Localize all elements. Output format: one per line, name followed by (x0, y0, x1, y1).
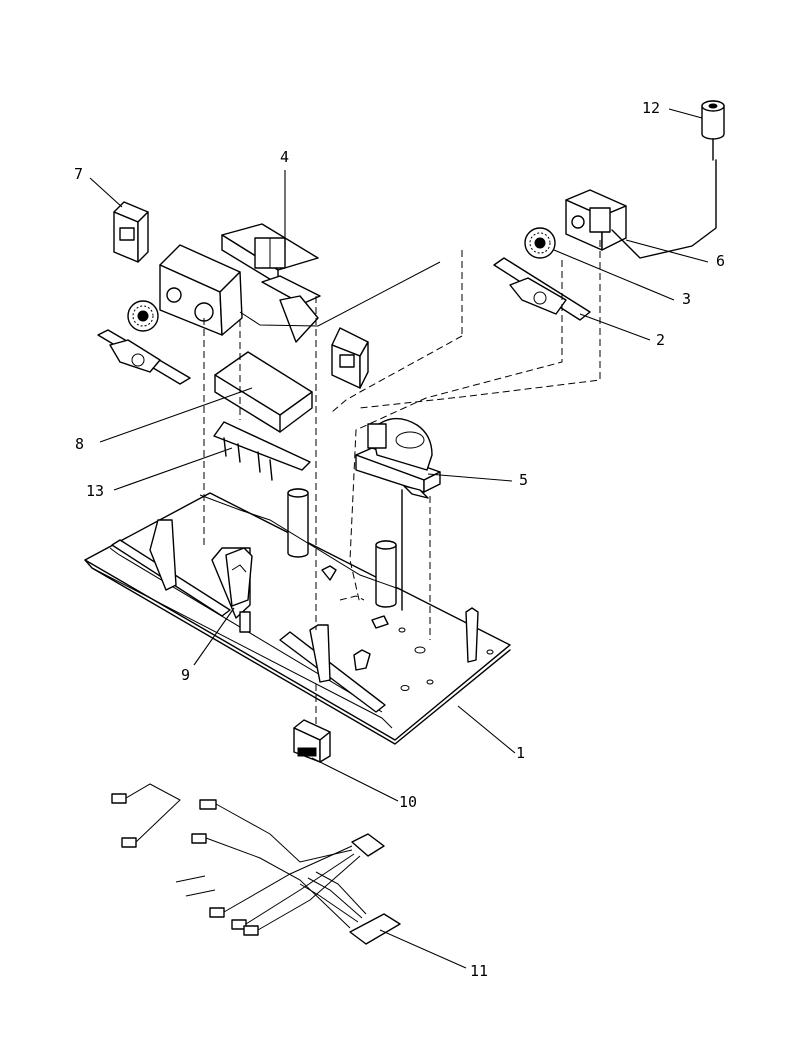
leader-lines (89, 108, 709, 969)
part-7-block (113, 201, 149, 263)
callout-4: 4 (280, 148, 290, 166)
part-12-cap (701, 100, 725, 161)
callout-1: 1 (516, 744, 526, 762)
callout-8: 8 (75, 435, 85, 453)
callout-7: 7 (74, 165, 84, 183)
part-10-switch (293, 719, 331, 763)
callout-11: 11 (470, 962, 489, 980)
part-4-motor-assembly (159, 223, 441, 343)
mid-block (331, 327, 369, 389)
part-2-damper-rack (493, 257, 591, 321)
part-1-base-tray (84, 488, 511, 745)
callout-12: 12 (642, 99, 661, 117)
part-3-gear (524, 227, 556, 259)
part-13-clip-bracket (213, 421, 311, 481)
part-5-motor (355, 417, 441, 611)
left-gear (127, 300, 159, 332)
callout-13: 13 (86, 482, 105, 500)
callout-2: 2 (656, 331, 666, 349)
callout-5: 5 (519, 471, 529, 489)
part-6-thermostat (565, 159, 717, 259)
alignment-dashed-lines (199, 240, 601, 726)
callout-10: 10 (399, 793, 418, 811)
part-8-pad (214, 351, 313, 433)
callout-6: 6 (716, 252, 726, 270)
callout-9: 9 (181, 666, 191, 684)
callout-3: 3 (682, 290, 692, 308)
part-9-bracket (225, 547, 253, 633)
part-11-wire-harness (111, 783, 401, 945)
left-damper-rack (97, 329, 191, 385)
